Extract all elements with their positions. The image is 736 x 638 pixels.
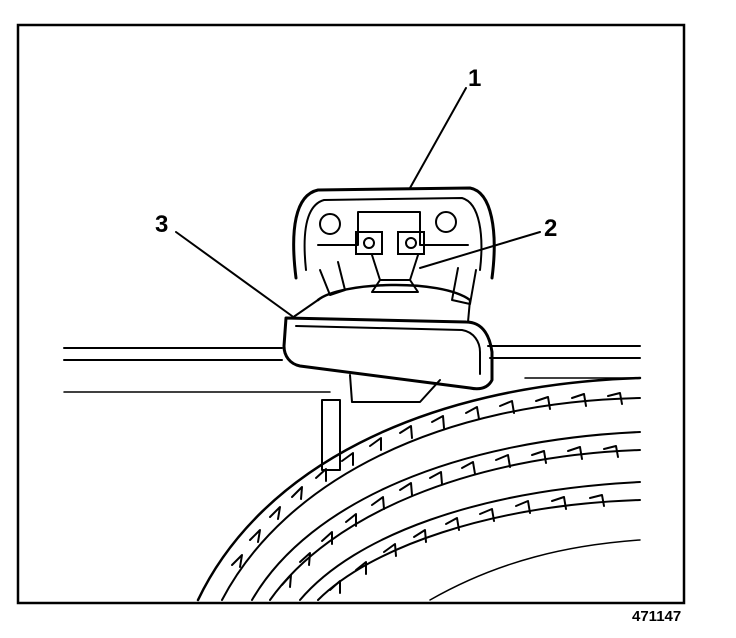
callout-leaders [175,87,541,317]
leader-1 [409,87,467,189]
tire [196,376,642,602]
callout-3: 3 [155,211,168,238]
leader-2 [419,231,541,269]
mounting-bracket [321,374,441,471]
lamp-housing [292,186,496,305]
housing-bolt-left [319,213,341,235]
sealed-beam-lamp [282,283,494,391]
fender-body-lines [63,345,641,393]
figure-frame [16,23,686,605]
leader-3 [175,231,293,317]
housing-bolt-right [435,211,457,233]
figure-id: 471147 [632,608,682,625]
callout-2: 2 [544,215,557,242]
bulb-socket [355,231,425,293]
callout-1: 1 [468,65,481,92]
